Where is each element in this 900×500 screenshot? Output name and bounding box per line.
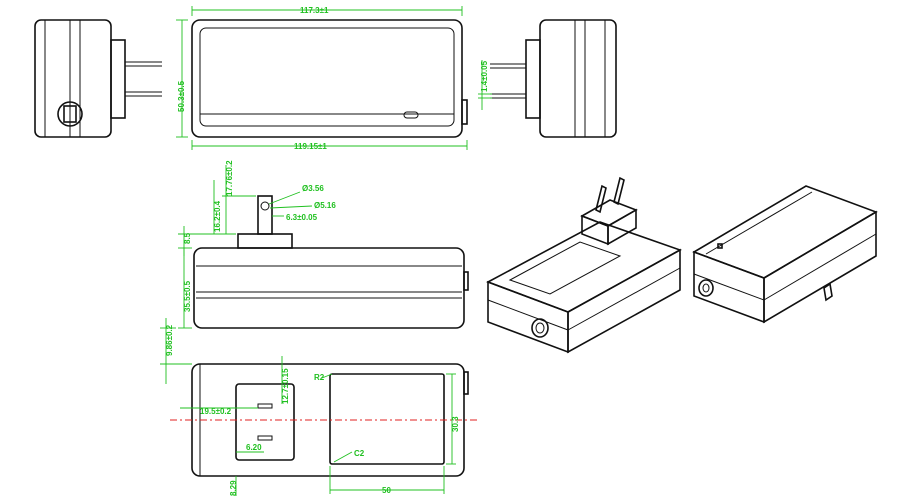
- bottom-view: 19.5±0.2 12.7±0.15 6.20 30.3 50 R2 C2 8.…: [170, 356, 480, 496]
- dim-bottom-length: 119.15±1: [294, 142, 327, 151]
- dim-bottom-gap: 9.86±0.2: [165, 324, 174, 356]
- dim-top-length: 117.3±1: [300, 6, 329, 15]
- dim-pin-length: 17.76±0.2: [225, 160, 234, 196]
- socket-plate: [235, 383, 295, 461]
- dim-corner-top: R2: [314, 373, 325, 382]
- dim-hole-inner: Ø5.16: [314, 201, 336, 210]
- right-side-view: 1.4±0.05: [478, 19, 617, 138]
- isometric-view-plug: [486, 176, 682, 354]
- dim-hole-outer: Ø3.56: [302, 184, 324, 193]
- dim-corner-bottom: C2: [354, 449, 365, 458]
- dim-bottom-offset: 8.29: [229, 480, 238, 496]
- dim-pin-width: 6.3±0.05: [286, 213, 318, 222]
- dim-label-width: 50: [382, 486, 391, 495]
- dim-slot-gap: 6.20: [246, 443, 262, 452]
- isometric-view-back: [692, 185, 878, 324]
- left-side-view: [34, 19, 162, 138]
- led-indicator: [403, 111, 419, 119]
- dim-height: 50.3±0.5: [177, 80, 186, 112]
- front-view: 17.76±0.2 16.2±0.4 Ø3.56 Ø5.16 6.3±0.05 …: [160, 160, 469, 384]
- dim-pin-offset: 1.4±0.05: [480, 60, 489, 92]
- dim-body-height: 35.5±0.5: [183, 280, 192, 312]
- dim-base-step: 8.5: [183, 232, 192, 244]
- label-area: [329, 373, 445, 465]
- top-view: 117.3±1 119.15±1 50.3±0.5: [176, 6, 468, 151]
- dim-socket-offset: 19.5±0.2: [200, 407, 232, 416]
- switch-circle: [57, 101, 83, 127]
- dim-pin-base: 16.2±0.4: [213, 200, 222, 232]
- dim-plate-height: 12.7±0.15: [281, 368, 290, 404]
- dim-label-height: 30.3: [451, 416, 460, 432]
